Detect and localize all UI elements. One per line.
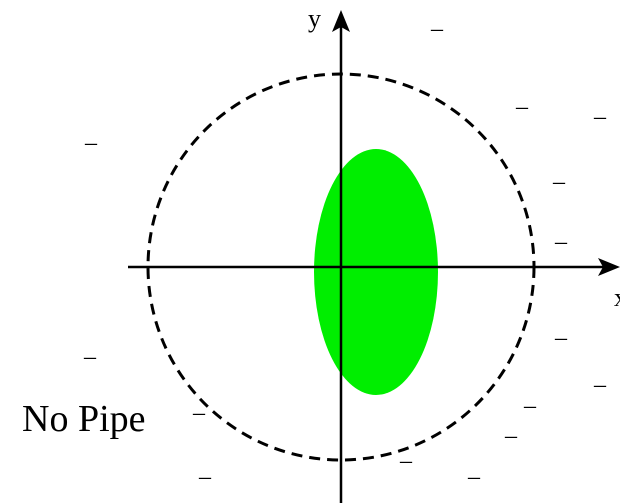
x-axis-arrowhead xyxy=(598,258,620,276)
negative-charge: – xyxy=(515,94,529,120)
negative-charge: – xyxy=(523,393,537,419)
x-axis-label: x xyxy=(614,283,620,312)
negative-charge: – xyxy=(84,130,98,156)
y-axis-label: y xyxy=(308,4,321,33)
negative-charge: – xyxy=(399,448,413,474)
caption-no-pipe: No Pipe xyxy=(22,398,146,440)
negative-charge: – xyxy=(83,344,97,370)
green-region xyxy=(314,149,438,395)
negative-charge: – xyxy=(552,169,566,195)
negative-charge: – xyxy=(198,464,212,490)
negative-charge: – xyxy=(192,400,206,426)
negative-charge: – xyxy=(593,104,607,130)
negative-charge: – xyxy=(593,372,607,398)
negative-charge: – xyxy=(504,423,518,449)
negative-charge: – xyxy=(467,464,481,490)
negative-charge: – xyxy=(554,325,568,351)
negative-charge: – xyxy=(554,229,568,255)
negative-charge: – xyxy=(430,16,444,42)
y-axis-arrowhead xyxy=(332,10,350,32)
